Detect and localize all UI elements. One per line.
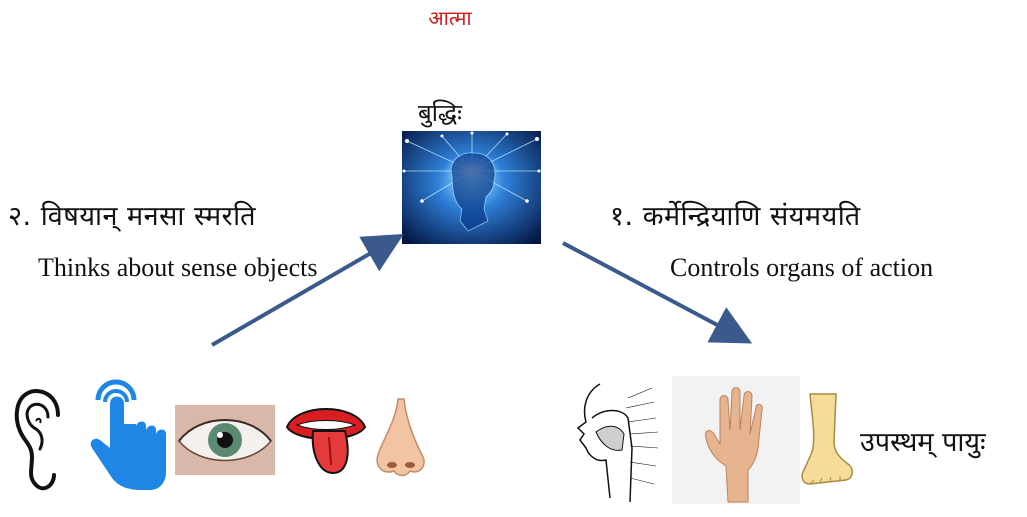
raised-hand-icon xyxy=(672,376,800,504)
tongue-icon xyxy=(283,397,369,477)
foot-icon xyxy=(796,392,856,488)
ear-icon xyxy=(10,385,68,495)
touch-hand-icon xyxy=(88,378,170,492)
title-atma: आत्मा xyxy=(0,4,900,31)
right-english-caption: Controls organs of action xyxy=(670,253,933,283)
nose-icon xyxy=(372,397,428,479)
bottom-right-sanskrit: उपस्थम् पायुः xyxy=(860,422,986,459)
eye-icon xyxy=(175,405,275,475)
buddhi-label: बुद्धिः xyxy=(418,96,462,129)
left-english-caption: Thinks about sense objects xyxy=(38,253,317,283)
mouth-anatomy-icon xyxy=(572,378,667,508)
right-sanskrit-caption: १. कर्मेन्द्रियाणि संयमयति xyxy=(610,196,861,233)
left-sanskrit-caption: २. विषयान् मनसा स्मरति xyxy=(8,196,256,233)
brain-icon xyxy=(402,131,541,244)
